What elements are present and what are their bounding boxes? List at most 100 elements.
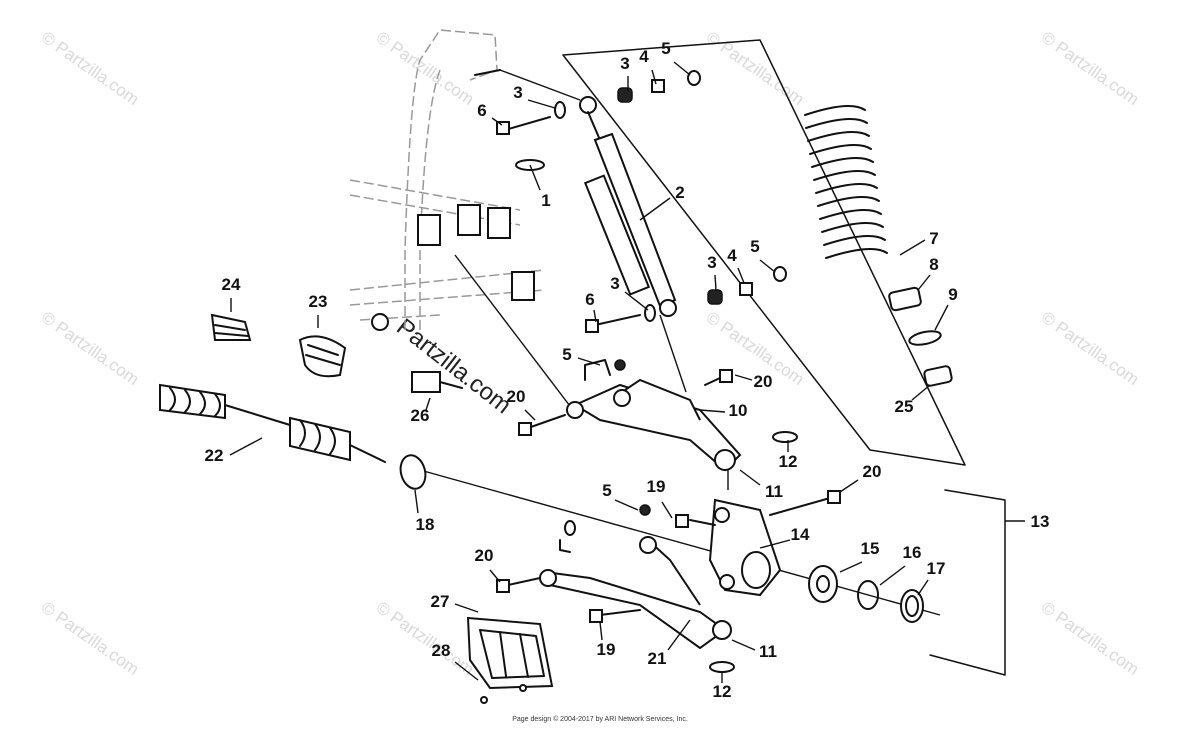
callout-label[interactable]: 7 (929, 229, 938, 248)
callout-leader (917, 274, 931, 291)
upper-a-arm (518, 359, 798, 472)
lower-a-arm (496, 536, 735, 673)
callout-label[interactable]: 8 (929, 255, 938, 274)
coil-spring (804, 105, 953, 387)
callout-label[interactable]: 5 (661, 39, 670, 58)
callout-leader (577, 357, 601, 366)
page-credit: Page design © 2004-2017 by ARI Network S… (512, 716, 688, 723)
drive-axle (159, 383, 427, 490)
callout-leader (899, 239, 926, 256)
callout-leader (229, 437, 263, 456)
callout-label[interactable]: 16 (903, 543, 922, 562)
callout-label[interactable]: 26 (411, 406, 430, 425)
watermark: © Partzilla.com (1038, 308, 1143, 389)
callout-leader (527, 99, 556, 109)
callout-leader (614, 499, 639, 511)
callout-label[interactable]: 3 (707, 253, 716, 272)
callout-label[interactable]: 23 (309, 292, 328, 311)
shock-assembly-frame (562, 39, 1006, 676)
callout-leader (624, 291, 649, 311)
callout-leader (839, 561, 863, 573)
hub-assembly (808, 565, 924, 623)
diagram-stamp: Partzilla.com (391, 313, 516, 419)
callout-label[interactable]: 3 (513, 83, 522, 102)
callout-label[interactable]: 4 (727, 246, 737, 265)
callout-label[interactable]: 19 (647, 477, 666, 496)
callout-label[interactable]: 20 (507, 387, 526, 406)
watermark: © Partzilla.com (373, 28, 478, 109)
axle-boots (210, 313, 463, 393)
callout-label[interactable]: 9 (948, 285, 957, 304)
callout-leader (737, 267, 745, 284)
callout-leader (491, 117, 503, 126)
callout-leader (911, 384, 931, 401)
callout-leader (934, 304, 949, 331)
callout-label[interactable]: 14 (791, 525, 810, 544)
watermark: © Partzilla.com (1038, 598, 1143, 679)
callout-label[interactable]: 11 (765, 482, 783, 501)
callout-leader (524, 409, 536, 421)
callout-label[interactable]: 6 (585, 290, 594, 309)
callout-leader (593, 309, 597, 323)
callout-label[interactable]: 20 (475, 546, 494, 565)
callout-label[interactable]: 18 (416, 515, 435, 534)
callout-leader (917, 579, 929, 596)
callout-leader (639, 197, 671, 221)
callout-label[interactable]: 17 (927, 559, 946, 578)
callout-leader (714, 274, 717, 291)
callout-label[interactable]: 12 (779, 452, 798, 471)
callout-leader (759, 259, 776, 273)
watermark: © Partzilla.com (38, 308, 143, 389)
callout-leader (739, 469, 761, 486)
watermark: © Partzilla.com (1038, 28, 1143, 109)
callout-leader (661, 501, 673, 519)
callout-label[interactable]: 28 (432, 641, 451, 660)
callout-leader (673, 61, 691, 76)
callout-leader (734, 374, 753, 381)
callout-leader (599, 621, 603, 641)
callout-label[interactable]: 10 (729, 401, 748, 420)
vehicle-frame (349, 29, 546, 331)
callout-leader (839, 479, 859, 493)
callout-label[interactable]: 27 (431, 592, 450, 611)
callout-label[interactable]: 1 (541, 191, 550, 210)
callout-label[interactable]: 21 (648, 649, 667, 668)
callout-leader (759, 539, 791, 549)
watermark: © Partzilla.com (38, 28, 143, 109)
callout-label[interactable]: 5 (562, 345, 571, 364)
callout-leader (667, 619, 691, 651)
callout-label[interactable]: 12 (713, 682, 732, 701)
callout-label[interactable]: 13 (1031, 512, 1050, 531)
callout-label[interactable]: 22 (205, 446, 224, 465)
callout-label[interactable]: 5 (602, 481, 611, 500)
callout-label[interactable]: 24 (222, 275, 241, 294)
callout-label[interactable]: 19 (597, 640, 616, 659)
callout-leader (425, 397, 431, 411)
callout-leader (489, 569, 501, 583)
callout-leader (699, 409, 726, 413)
callout-label[interactable]: 3 (610, 274, 619, 293)
callout-label[interactable]: 20 (863, 462, 882, 481)
callout-label[interactable]: 4 (639, 47, 649, 66)
callout-leader (731, 639, 756, 651)
callout-label[interactable]: 5 (750, 237, 759, 256)
callout-leader (454, 603, 479, 613)
callout-leader (454, 661, 479, 681)
skid-plate (466, 616, 554, 704)
callout-label[interactable]: 20 (754, 372, 773, 391)
callout-label[interactable]: 3 (620, 54, 629, 73)
callout-label[interactable]: 25 (895, 397, 914, 416)
callout-label[interactable]: 2 (675, 183, 684, 202)
callout-label[interactable]: 11 (759, 642, 777, 661)
callout-leader (414, 489, 419, 514)
callout-leader (879, 565, 906, 586)
callout-label[interactable]: 15 (861, 539, 880, 558)
guide-lines (419, 69, 941, 616)
watermark: © Partzilla.com (38, 598, 143, 679)
steering-knuckle (564, 490, 841, 597)
callout-label[interactable]: 6 (477, 101, 486, 120)
callout-leader (529, 164, 541, 191)
